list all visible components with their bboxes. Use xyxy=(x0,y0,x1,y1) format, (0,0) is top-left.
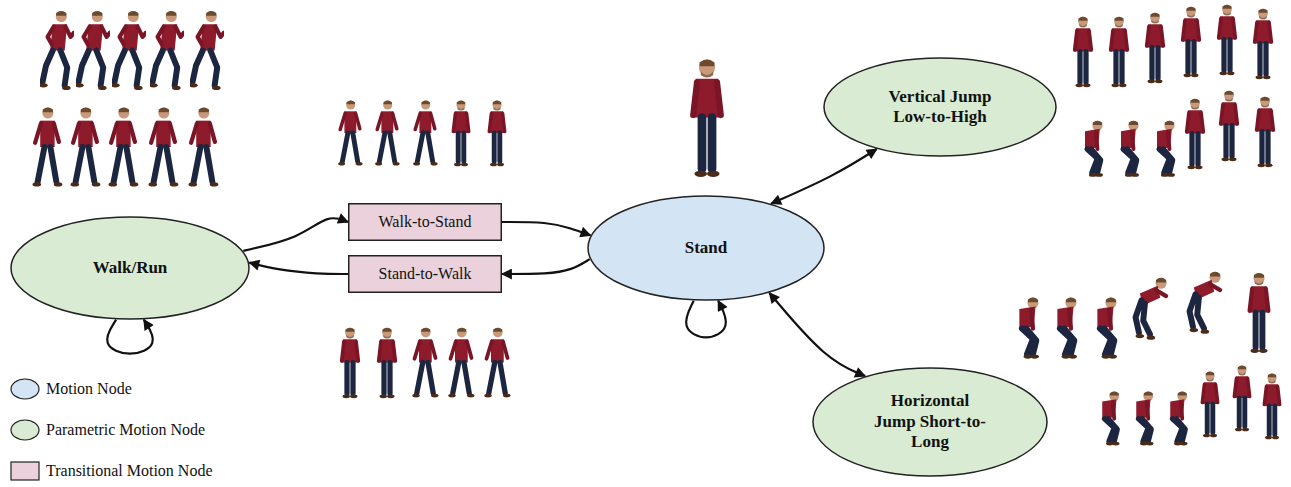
transitional-motion-node: Walk-to-Stand xyxy=(348,203,502,241)
node-text-group: Horizontal Jump Short-to-Long xyxy=(870,391,990,452)
motion-node: Stand xyxy=(587,195,825,301)
person-figure xyxy=(489,100,504,166)
parametric-motion-node: Walk/Run xyxy=(10,216,250,320)
node-ellipse xyxy=(824,58,1056,156)
transitional-motion-node: Stand-to-Walk xyxy=(348,255,502,293)
box-outline xyxy=(348,203,502,241)
person-figure xyxy=(453,100,468,166)
box-outline xyxy=(348,255,502,293)
person-figure xyxy=(33,107,63,186)
node-label: Walk-to-Stand xyxy=(379,212,472,231)
person-figure xyxy=(75,11,110,90)
person-figure xyxy=(342,328,359,399)
person-figure xyxy=(1057,298,1077,359)
node-text-group: Walk-to-Stand xyxy=(379,212,472,231)
person-figure xyxy=(111,11,146,90)
person-figure xyxy=(1234,365,1249,431)
node-rect xyxy=(349,204,502,241)
legend-swatch xyxy=(11,420,39,440)
person-figure xyxy=(1250,273,1269,353)
person-figure xyxy=(1255,9,1272,80)
person-figure xyxy=(1190,272,1221,334)
person-figure xyxy=(1121,121,1139,177)
person-figure xyxy=(693,59,721,177)
person-figure xyxy=(1257,97,1274,168)
node-ellipse xyxy=(588,196,824,300)
transition-arrow xyxy=(249,263,348,274)
person-figure xyxy=(71,107,101,186)
node-rect xyxy=(349,256,502,293)
node-text-group: Vertical Jump Low-to-High xyxy=(870,87,1010,128)
person-figure xyxy=(413,100,438,165)
person-figure xyxy=(1202,371,1217,437)
ellipse-outline xyxy=(587,195,825,301)
legend-swatch-frame xyxy=(10,419,40,441)
legend-label: Parametric Motion Node xyxy=(46,421,205,439)
person-figure xyxy=(448,328,474,398)
person-figure xyxy=(1264,373,1279,439)
person-figure xyxy=(1019,298,1039,359)
transition-arrow xyxy=(243,218,348,251)
ellipse-outline xyxy=(812,367,1048,477)
person-figure xyxy=(338,100,363,165)
person-figure xyxy=(189,107,219,186)
person-figure xyxy=(1147,13,1164,84)
person-figure xyxy=(1170,391,1187,445)
node-text-group: Stand-to-Walk xyxy=(379,264,472,283)
node-text-group: Walk/Run xyxy=(93,258,168,278)
legend-swatch-frame xyxy=(10,378,40,400)
person-figure xyxy=(1102,391,1119,445)
person-figure xyxy=(375,100,400,165)
person-figure xyxy=(1157,121,1175,177)
legend-swatch xyxy=(11,462,39,480)
transition-arrow xyxy=(502,259,590,274)
node-text-group: Stand xyxy=(685,238,728,258)
parametric-motion-node: Horizontal Jump Short-to-Long xyxy=(812,367,1048,477)
ellipse-outline xyxy=(823,57,1057,157)
node-label: Horizontal Jump Short-to-Long xyxy=(870,391,990,452)
person-figure xyxy=(412,328,438,398)
person-figure xyxy=(149,11,184,90)
parametric-motion-node: Vertical Jump Low-to-High xyxy=(823,57,1057,157)
person-figure xyxy=(1075,17,1092,88)
person-figure xyxy=(1097,298,1117,359)
node-ellipse xyxy=(11,217,249,319)
legend-label: Transitional Motion Node xyxy=(46,462,213,480)
legend-swatch xyxy=(11,379,39,399)
transition-arrow xyxy=(107,320,153,354)
legend-row: Parametric Motion Node xyxy=(10,409,213,450)
ellipse-outline xyxy=(10,216,250,320)
legend-swatch-frame xyxy=(10,460,40,482)
person-figure xyxy=(379,328,396,399)
person-figure xyxy=(39,11,74,90)
node-label: Vertical Jump Low-to-High xyxy=(870,87,1010,128)
node-label: Walk/Run xyxy=(93,258,168,278)
person-figure xyxy=(1111,17,1128,88)
person-figure xyxy=(1085,121,1103,177)
node-ellipse xyxy=(813,368,1047,476)
person-figure xyxy=(109,107,139,186)
person-figure xyxy=(1136,278,1167,340)
node-label: Stand xyxy=(685,238,728,258)
transition-arrow xyxy=(686,301,726,338)
person-figure xyxy=(189,11,224,90)
legend: Motion NodeParametric Motion NodeTransit… xyxy=(10,368,213,487)
legend-label: Motion Node xyxy=(46,380,132,398)
legend-row: Motion Node xyxy=(10,368,213,409)
person-figure xyxy=(149,107,179,186)
legend-row: Transitional Motion Node xyxy=(10,450,213,487)
person-figure xyxy=(1187,99,1204,170)
transition-arrow xyxy=(769,293,865,376)
person-figure xyxy=(1183,7,1200,78)
person-figure xyxy=(1219,5,1236,76)
person-figure xyxy=(1221,91,1238,162)
person-figure xyxy=(1136,391,1153,445)
person-figure xyxy=(484,328,510,398)
node-label: Stand-to-Walk xyxy=(379,264,472,283)
transition-arrow xyxy=(502,222,590,235)
transition-arrow xyxy=(771,149,877,204)
